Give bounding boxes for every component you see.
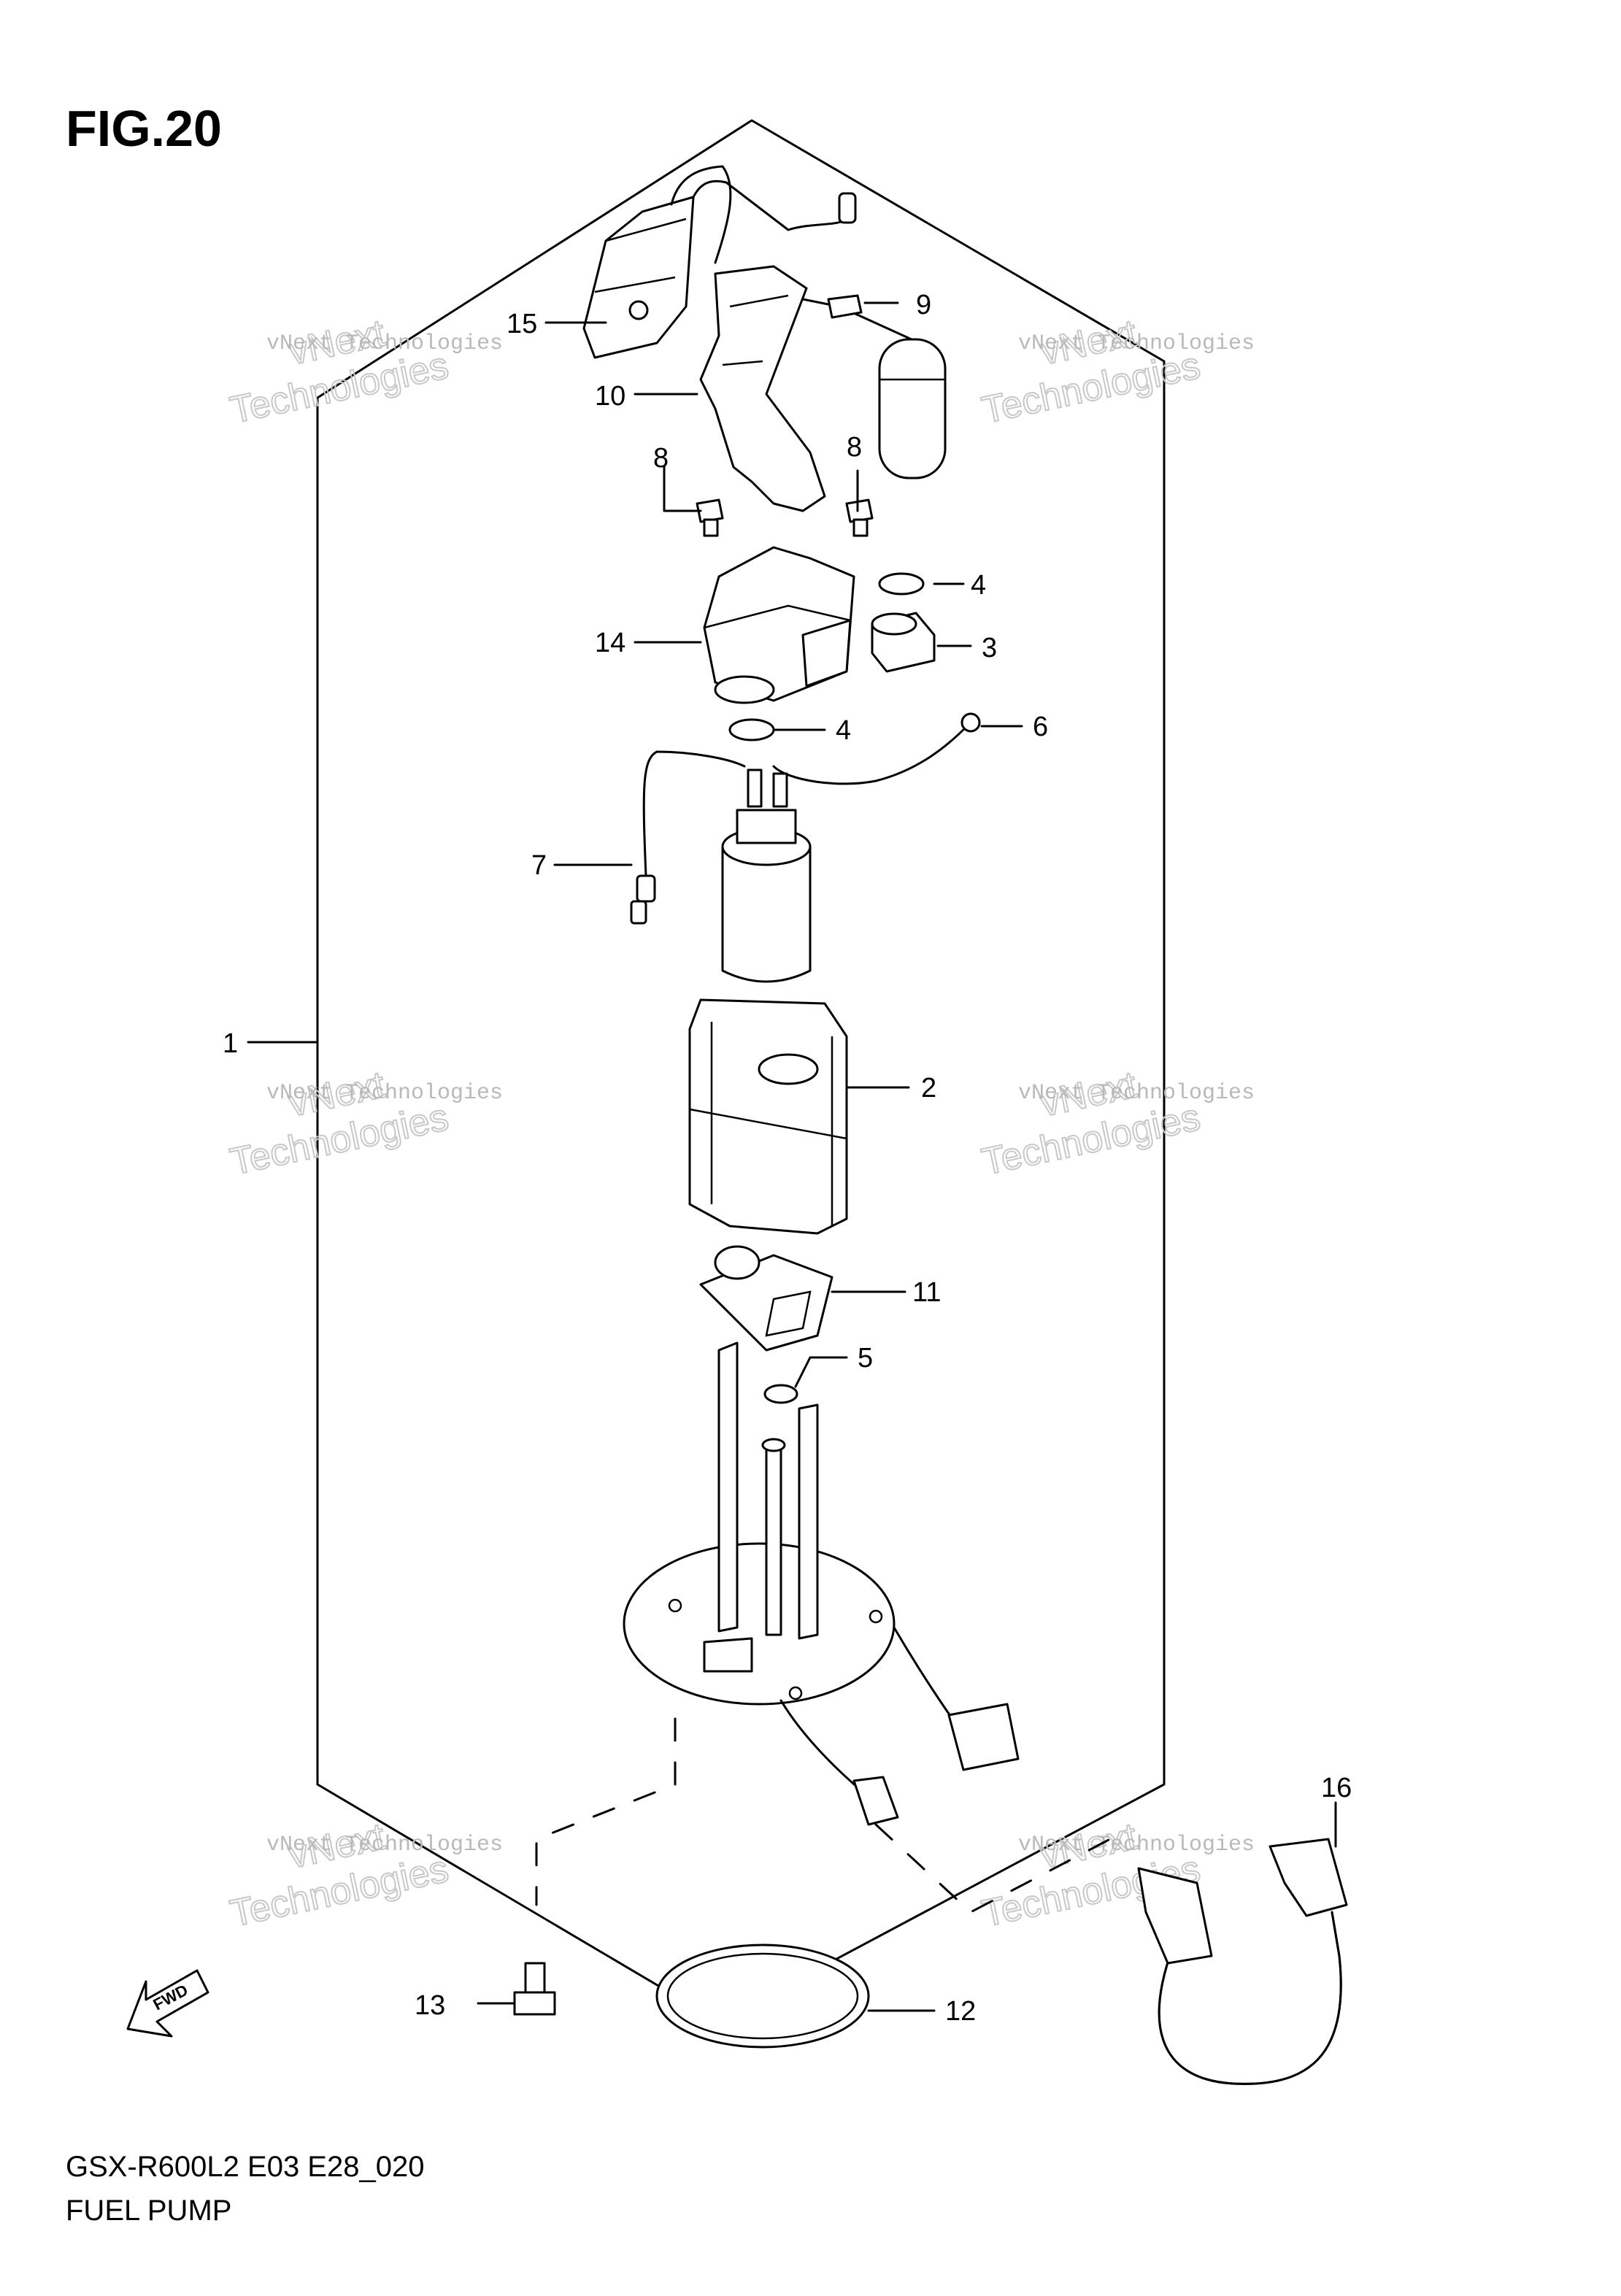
part-13-connector-plate[interactable]: [582, 165, 728, 359]
part-14-gasket[interactable]: [655, 1943, 870, 2049]
part-11-fuel-filter[interactable]: [699, 1245, 833, 1352]
part-6-wire-lead[interactable]: [772, 712, 981, 785]
wire-harness-top: [714, 165, 848, 264]
pump-base-plate: [623, 1341, 1020, 1826]
callout-11[interactable]: 11: [912, 1277, 941, 1308]
watermark-top-left: Technologies vNext vNext Technologies: [226, 311, 503, 432]
leader-dashed-bottom: [535, 1717, 677, 1906]
callout-12[interactable]: 14: [595, 628, 625, 658]
watermark-mid-left: Technologies vNext vNext Technologies: [226, 1063, 503, 1184]
callout-4-lower[interactable]: 4: [836, 715, 851, 746]
part-7-wire-lead[interactable]: [630, 750, 746, 925]
diagram-title: FUEL PUMP: [66, 2195, 231, 2227]
watermark-bottom-left: Technologies vNext vNext Technologies: [226, 1814, 503, 1935]
part-3-pressure-regulator[interactable]: [871, 612, 936, 673]
fuel-pump-motor: [721, 768, 812, 983]
part-4-o-ring-lower[interactable]: [728, 718, 775, 741]
figure-label: FIG.20: [66, 100, 222, 157]
callout-4-upper[interactable]: 4: [971, 570, 986, 601]
watermark-mid-right: Technologies vNext vNext Technologies: [977, 1063, 1255, 1184]
callout-16[interactable]: 16: [1321, 1773, 1352, 1803]
wire-terminal: [838, 192, 857, 224]
part-5-o-ring[interactable]: [763, 1384, 798, 1404]
part-16-fuel-hose[interactable]: [1137, 1838, 1348, 2085]
part-15-bolt[interactable]: [513, 1962, 556, 2016]
callout-10[interactable]: 10: [595, 381, 625, 412]
watermark-text: vNext Technologies: [1018, 1833, 1255, 1857]
callout-15[interactable]: 13: [415, 1990, 445, 2021]
part-8-bolt-left[interactable]: [696, 498, 724, 537]
part-2-pump-case[interactable]: [688, 998, 848, 1235]
watermark-text: vNext Technologies: [266, 1833, 503, 1857]
callout-8-right[interactable]: 8: [847, 432, 862, 463]
part-10-bracket[interactable]: [699, 265, 826, 512]
callout-14[interactable]: 12: [945, 1996, 976, 2027]
callout-5[interactable]: 5: [858, 1343, 873, 1374]
leader-dashed-hose: [874, 1823, 1125, 1914]
callout-13[interactable]: 15: [507, 309, 537, 339]
watermark-text: vNext Technologies: [266, 331, 503, 356]
callout-8-left[interactable]: 8: [653, 443, 669, 474]
callout-9[interactable]: 9: [916, 290, 931, 320]
part-12-pump-cover[interactable]: [703, 546, 855, 704]
callout-3[interactable]: 3: [982, 633, 997, 663]
fwd-arrow-icon: FWD: [126, 1969, 209, 2038]
callout-1[interactable]: 1: [223, 1028, 238, 1059]
watermark-text: vNext Technologies: [1018, 331, 1255, 356]
callout-6[interactable]: 6: [1033, 712, 1048, 742]
watermark-text: vNext Technologies: [266, 1081, 503, 1106]
watermark-top-right: Technologies vNext vNext Technologies: [977, 311, 1255, 432]
callout-7[interactable]: 7: [531, 850, 547, 881]
callout-2[interactable]: 2: [921, 1073, 936, 1103]
part-8-bolt-right[interactable]: [845, 498, 874, 537]
part-4-o-ring-upper[interactable]: [878, 572, 925, 596]
watermark-bottom-right: Technologies vNext vNext Technologies: [977, 1814, 1255, 1935]
watermark-text: vNext Technologies: [1018, 1081, 1255, 1106]
part-9-clip[interactable]: [827, 294, 863, 319]
part-14-gasket-inner: [666, 1952, 859, 2040]
callout-leaders: [247, 301, 1337, 2012]
model-code: GSX-R600L2 E03 E28_020: [66, 2151, 424, 2183]
fuel-level-float: [801, 298, 947, 479]
